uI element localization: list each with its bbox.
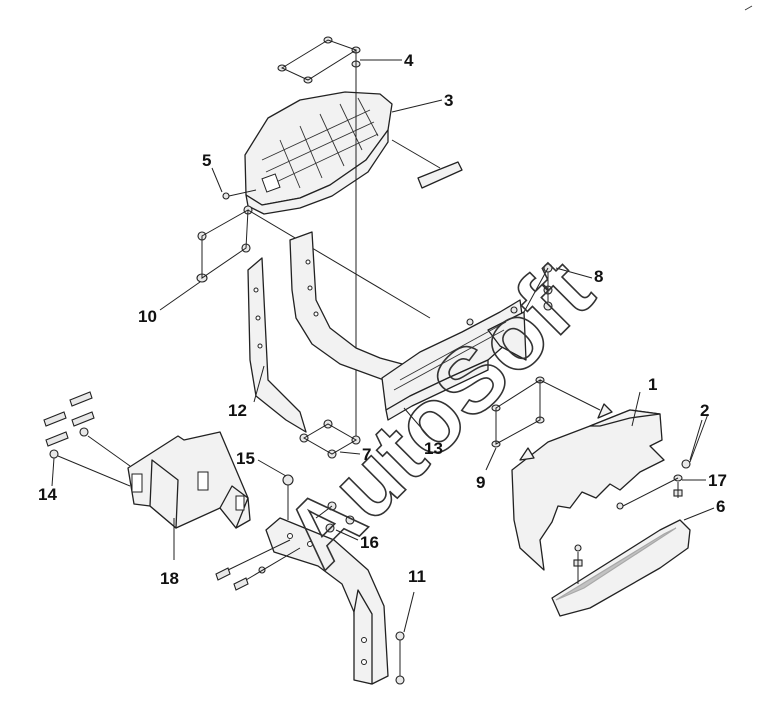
part-12-bracket-left (247, 257, 307, 433)
callout-5: 5 (202, 151, 211, 170)
corner-mark (744, 5, 753, 11)
part-9-fasteners (491, 376, 601, 448)
callout-13: 13 (424, 439, 443, 458)
callout-11: 11 (408, 567, 426, 586)
part-17-fasteners (616, 474, 683, 510)
part-3-plate (391, 139, 463, 189)
callout-6: 6 (716, 497, 725, 516)
part-15-nut (282, 474, 294, 520)
callout-8: 8 (594, 267, 603, 286)
part-14-bolts (43, 391, 131, 487)
callout-15: 15 (236, 449, 255, 468)
part-11-fasteners-left (215, 539, 301, 591)
watermark: AutoSoft (265, 240, 612, 587)
callout-9: 9 (476, 473, 485, 492)
part-1-cover (511, 403, 665, 571)
callout-12: 12 (228, 401, 247, 420)
callout-17: 17 (708, 471, 727, 490)
part-4-fasteners (277, 36, 361, 440)
part-6-step-bar (551, 519, 691, 617)
part-16-fasteners (315, 501, 355, 533)
callout-16: 16 (360, 533, 379, 552)
part-5-bolt (222, 189, 257, 200)
callout-labels: 1 2 3 4 5 6 7 8 9 10 11 12 13 14 15 16 1… (38, 51, 727, 588)
part-18-frame-bracket (127, 431, 251, 560)
callout-3: 3 (444, 91, 453, 110)
callout-18: 18 (160, 569, 179, 588)
callout-7: 7 (362, 445, 371, 464)
callout-14: 14 (38, 485, 57, 504)
part-11-curved-bracket (265, 517, 405, 685)
callout-10: 10 (138, 307, 157, 326)
callout-4: 4 (404, 51, 414, 70)
part-10-fasteners (196, 205, 431, 319)
part-2-bolt (681, 419, 703, 469)
part-3-step-tread (244, 91, 393, 215)
part-7-fasteners (299, 419, 361, 459)
part-8-fasteners (523, 263, 553, 313)
callout-leaders (51, 59, 715, 633)
callout-2: 2 (700, 401, 709, 420)
part-13-rail (381, 299, 527, 421)
callout-1: 1 (648, 375, 657, 394)
